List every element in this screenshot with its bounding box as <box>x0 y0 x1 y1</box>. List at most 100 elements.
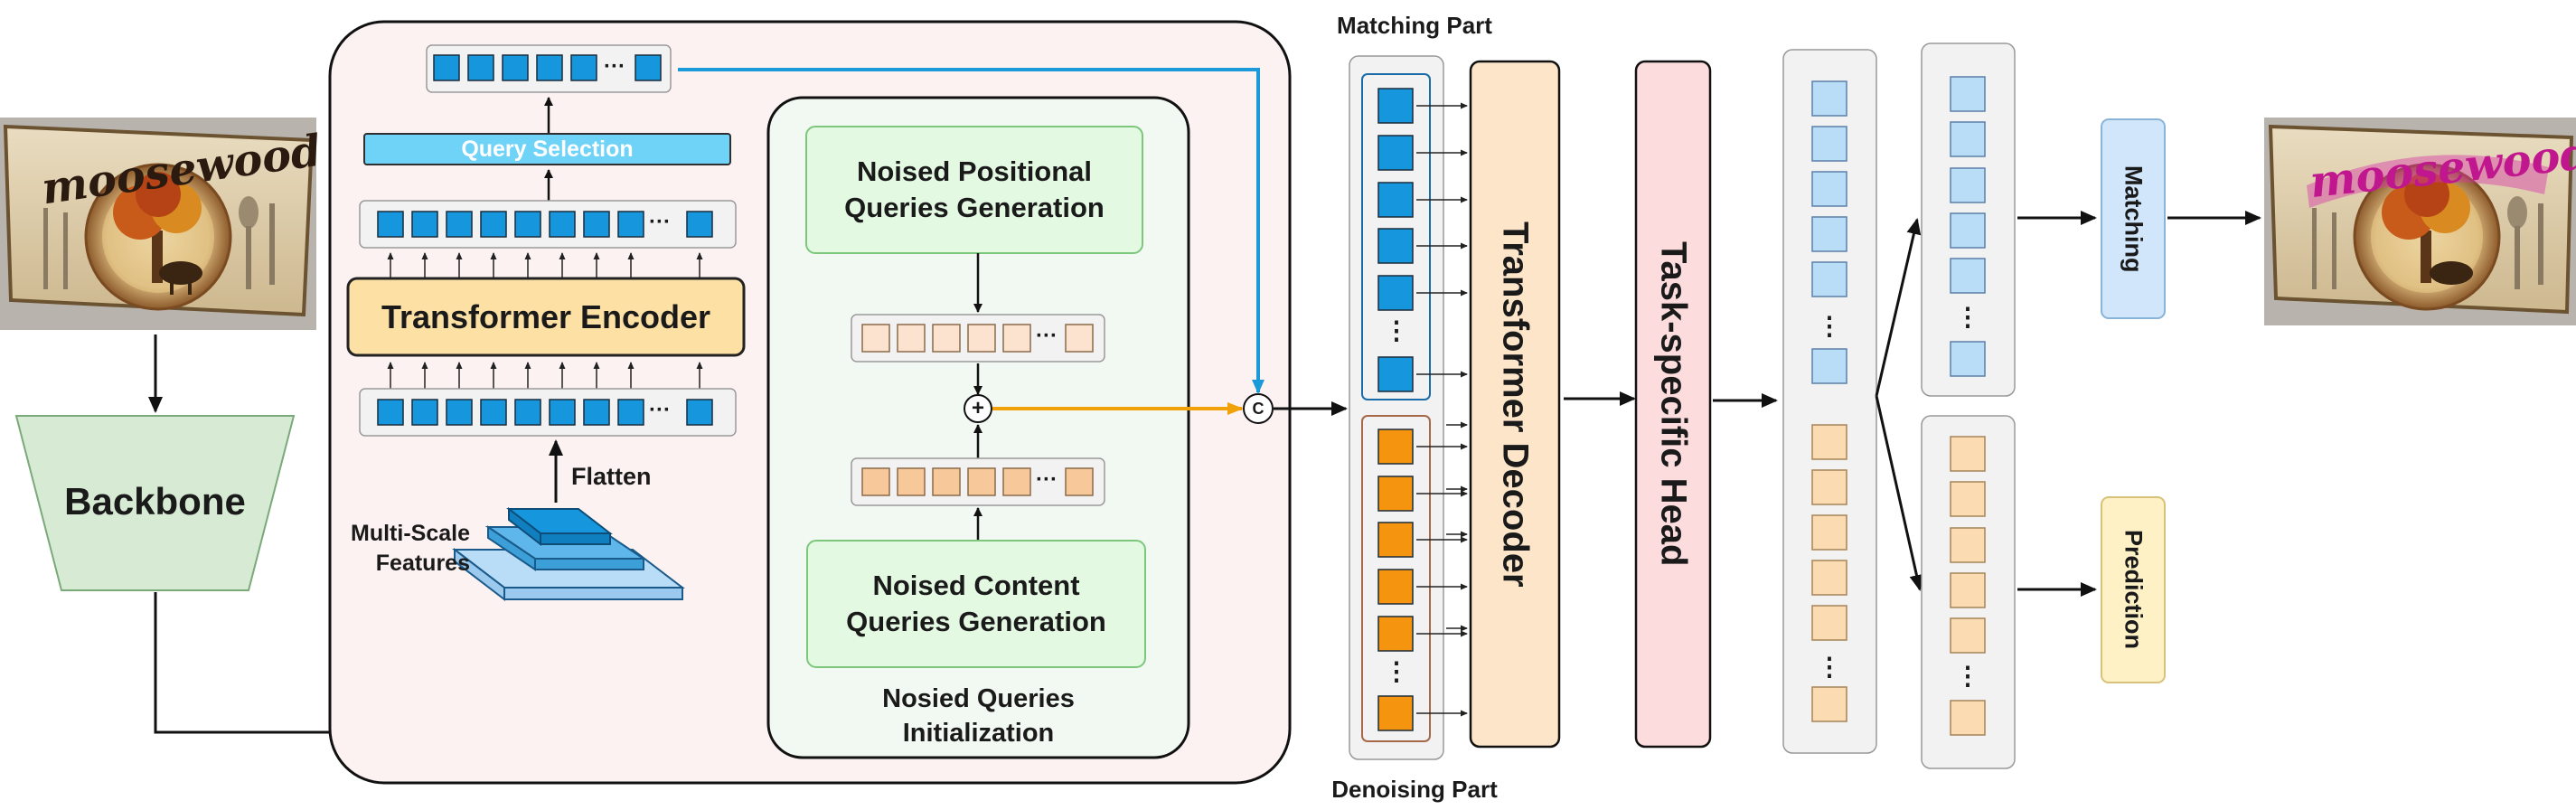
matching-output-dots: ⋮ <box>1955 303 1980 331</box>
decoder-query-column <box>1349 55 1444 760</box>
content-generation-box <box>806 540 1146 668</box>
positional-query-tokens <box>861 324 1094 353</box>
encoder-token-arrows <box>387 252 703 278</box>
selected-token <box>536 54 563 81</box>
matching-output-token <box>1950 167 1986 203</box>
head-output-denoise-token <box>1811 605 1847 641</box>
head-output-match-token <box>1811 216 1847 252</box>
selected-token <box>467 54 494 81</box>
encoder-input-token <box>480 399 507 426</box>
prediction-label: Prediction <box>2120 530 2148 650</box>
denoising-output-token <box>1950 436 1986 472</box>
transformer-encoder-block <box>346 277 746 357</box>
head-output-tokens <box>1811 80 1847 722</box>
encoder-output-token <box>617 211 644 238</box>
encoder-output-token <box>686 211 713 238</box>
transformer-decoder-block <box>1469 60 1561 749</box>
encoder-output-token <box>480 211 507 238</box>
selected-tokens <box>433 54 662 81</box>
text-mask-overlay <box>2307 155 2549 208</box>
content-query-token <box>1065 467 1094 496</box>
positional-ellipsis: ··· <box>1036 324 1058 348</box>
encoder-input-token <box>686 399 713 426</box>
head-output-dots-lower: ⋮ <box>1817 653 1842 681</box>
matching-label: Matching <box>2120 165 2148 273</box>
matching-query-dots: ⋮ <box>1384 316 1409 344</box>
encoder-input-token <box>583 399 610 426</box>
encoder-output-token <box>514 211 541 238</box>
add-operator <box>964 394 992 423</box>
encoder-input-ellipsis: ··· <box>649 398 671 422</box>
head-output-match-token <box>1811 126 1847 162</box>
selected-token <box>635 54 662 81</box>
denoising-output-dots: ⋮ <box>1955 662 1980 690</box>
denoising-query-dots: ⋮ <box>1384 657 1409 685</box>
decoder-query-arrows <box>1416 102 1468 717</box>
denoising-output-token <box>1950 481 1986 517</box>
matching-query-token <box>1377 228 1414 264</box>
denoising-query-token <box>1377 695 1414 731</box>
matching-output-token <box>1950 258 1986 294</box>
task-specific-head-label: Task-specific Head <box>1653 241 1694 567</box>
encoder-input-token <box>446 399 473 426</box>
matching-query-token <box>1377 356 1414 392</box>
flatten-label: Flatten <box>571 463 652 490</box>
matching-box <box>2101 118 2166 319</box>
positional-generation-label: Noised Positional Queries Generation <box>844 155 1105 224</box>
denoising-query-token <box>1377 616 1414 652</box>
selected-token <box>433 54 460 81</box>
encoder-input-token <box>514 399 541 426</box>
denoising-query-token <box>1377 476 1414 512</box>
denoising-output-token <box>1950 527 1986 563</box>
denoising-output-token <box>1950 572 1986 608</box>
concat-operator-symbol: C <box>1252 400 1264 418</box>
head-output-match-token <box>1811 348 1847 384</box>
denoising-query-token <box>1377 429 1414 465</box>
encoder-input-token <box>617 399 644 426</box>
content-query-tokens <box>861 467 1094 496</box>
matching-query-token <box>1377 135 1414 171</box>
selected-tokens-ellipsis: ··· <box>604 54 625 79</box>
content-query-token <box>967 467 996 496</box>
denoising-part-label: Denoising Part <box>1331 776 1498 803</box>
multi-scale-feature-stack <box>452 506 685 602</box>
split-output-tokens <box>1950 76 1986 736</box>
head-output-denoise-token <box>1811 424 1847 460</box>
encoder-output-token <box>411 211 438 238</box>
encoder-output-token <box>583 211 610 238</box>
query-selection-label: Query Selection <box>461 137 634 162</box>
input-image <box>0 118 316 330</box>
encoder-output-ellipsis: ··· <box>649 210 671 234</box>
positional-query-token <box>897 324 926 353</box>
matching-output-token <box>1950 341 1986 377</box>
output-image <box>2264 118 2576 325</box>
matching-output-token <box>1950 121 1986 157</box>
positional-query-token <box>932 324 961 353</box>
denoising-output-token <box>1950 617 1986 654</box>
query-selection-box <box>363 133 731 165</box>
noised-queries-initialization-label: Nosied Queries Initialization <box>882 684 1075 748</box>
encoder-output-token <box>446 211 473 238</box>
content-query-token <box>861 467 890 496</box>
transformer-decoder-label: Transformer Decoder <box>1495 221 1536 588</box>
matching-query-token <box>1377 182 1414 218</box>
encoder-input-token <box>549 399 576 426</box>
matching-output-token <box>1950 76 1986 112</box>
matching-queries-box <box>1361 73 1431 400</box>
encoder-output-token <box>549 211 576 238</box>
encoder-input-token <box>377 399 404 426</box>
head-output-match-token <box>1811 261 1847 297</box>
positional-generation-box <box>805 126 1143 254</box>
multi-scale-features-label: Multi-Scale Features <box>351 521 470 576</box>
head-output-denoise-token <box>1811 469 1847 505</box>
encoder-output-tokens <box>377 211 713 238</box>
selected-token <box>570 54 597 81</box>
content-query-token <box>932 467 961 496</box>
denoising-query-token <box>1377 522 1414 558</box>
content-generation-label: Noised Content Queries Generation <box>846 570 1106 638</box>
head-output-denoise-token <box>1811 514 1847 551</box>
decoder-query-tokens <box>1377 88 1414 731</box>
positional-query-token <box>1065 324 1094 353</box>
content-query-token <box>897 467 926 496</box>
encoder-input-tokens <box>377 399 713 426</box>
